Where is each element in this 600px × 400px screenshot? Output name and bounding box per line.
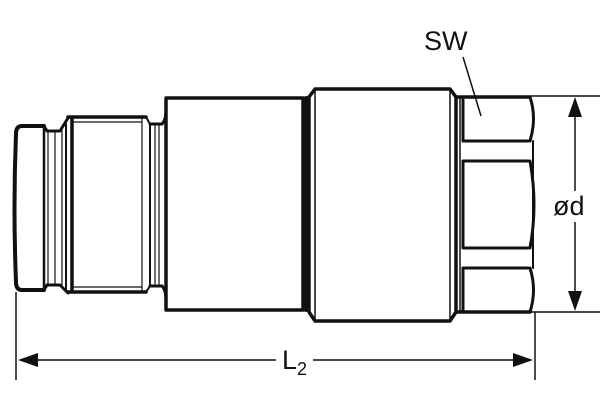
arrow-down-icon — [568, 291, 582, 311]
body-collar — [307, 87, 458, 323]
sw-leader-line — [462, 56, 482, 117]
arrow-up-icon — [568, 97, 582, 117]
arrow-left-icon — [18, 353, 38, 367]
length-label-main: L — [282, 345, 298, 375]
diameter-label: ød — [553, 191, 585, 222]
neck — [148, 96, 168, 312]
thread-section — [66, 115, 151, 294]
hex-nut — [454, 95, 536, 314]
front-tip — [12, 116, 70, 295]
length-label: L2 — [276, 345, 314, 379]
sw-label: SW — [424, 26, 468, 56]
arrow-right-icon — [513, 353, 533, 367]
body-sleeve — [164, 96, 308, 312]
length-label-subscript: 2 — [297, 359, 308, 379]
